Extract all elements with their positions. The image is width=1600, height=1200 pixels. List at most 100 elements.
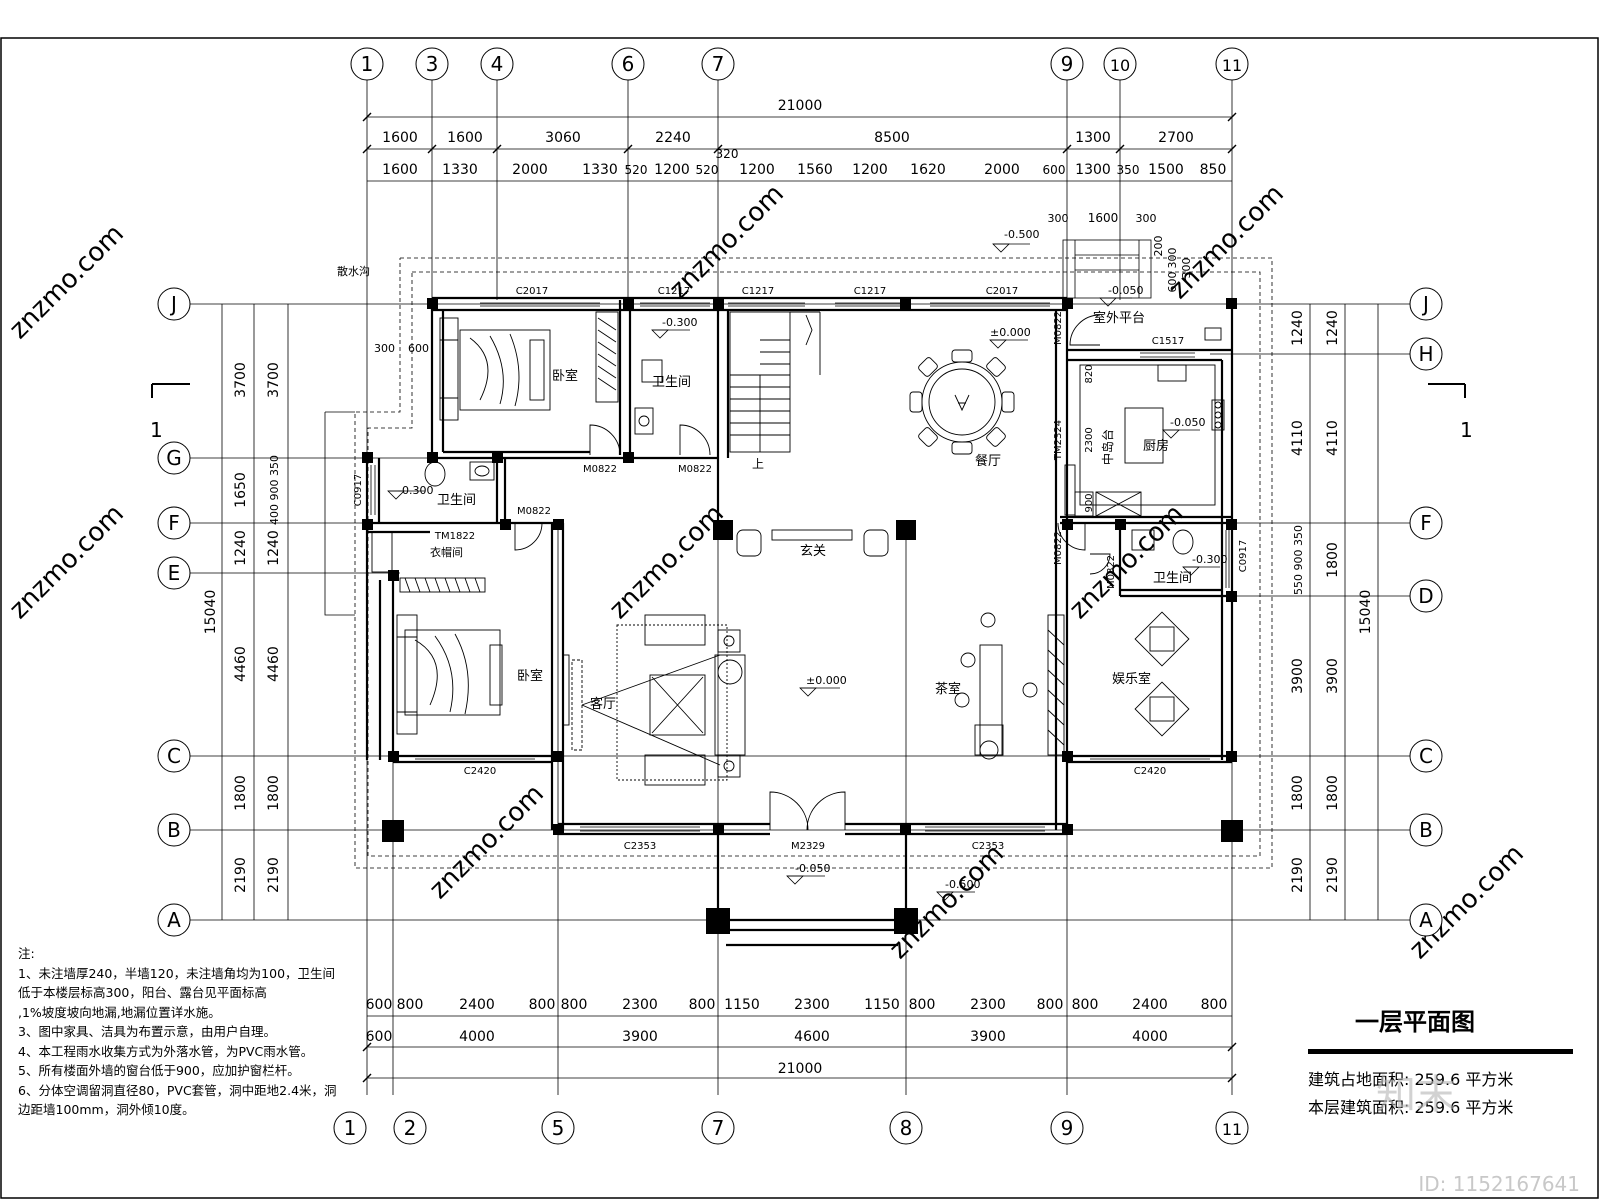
watermark-text: znzmo.com	[1164, 179, 1290, 305]
window-tag: C1217	[854, 286, 886, 297]
door-tag: M0822	[1053, 311, 1064, 345]
watermark-text: znzmo.com	[4, 499, 130, 625]
level-text: -0.500 -0.050 -0.300 ±0.000 -0.050 -0.30…	[398, 228, 1227, 891]
axis-label-bottom: 7	[712, 1116, 725, 1140]
axis-label-top: 10	[1110, 56, 1130, 75]
axis-label-bottom: 11	[1222, 1120, 1242, 1139]
dim-bottom-detail: 2300	[794, 997, 830, 1013]
dim-right: 1800	[1325, 775, 1341, 811]
section-mark-right: 1	[1460, 418, 1473, 442]
dim-top-detail: 1200	[739, 162, 775, 178]
level-label: -0.050	[795, 862, 830, 875]
level-label: -0.050	[1108, 284, 1143, 297]
window-tag: C2353	[972, 841, 1004, 852]
axis-label-left: B	[167, 818, 181, 842]
dimension-lines	[221, 116, 1379, 1079]
dim-top-detail: 2000	[984, 162, 1020, 178]
door-tag: M0822	[1106, 555, 1117, 589]
axis-label-bottom: 9	[1061, 1116, 1074, 1140]
dim-left-total: 15040	[203, 590, 219, 635]
dim-left: 3700	[266, 362, 282, 398]
dim-bottom-detail: 800	[1201, 997, 1228, 1013]
window-tag: C2353	[624, 841, 656, 852]
dim-bottom-detail: 2400	[459, 997, 495, 1013]
note-item: 3、图中家具、洁具为布置示意，由用户自理。	[18, 1024, 276, 1039]
doors	[514, 314, 1111, 831]
window-tag: C2420	[1134, 766, 1166, 777]
axis-label-top: 3	[426, 52, 439, 76]
dim-platform-v: 600	[1166, 272, 1179, 293]
dimension-text: 21000 1600 1600 3060 2240 8500 1300 2700…	[366, 98, 1228, 1077]
dim-bottom-detail: 800	[689, 997, 716, 1013]
axis-labels: 1 3 4 6 7 9 10 11 1 2 5 7 8 9 11 J G F E…	[166, 52, 1433, 1140]
dim-top: 2700	[1158, 130, 1194, 146]
axis-label-right: J	[1421, 292, 1429, 316]
dim-bottom-detail: 1150	[864, 997, 900, 1013]
note-item: ,1%坡度坡向地漏,地漏位置详水施。	[18, 1004, 221, 1020]
room-outdoor-platform: 室外平台	[1093, 310, 1145, 326]
dim-top-total: 21000	[778, 98, 823, 114]
watermark-text: znzmo.com	[424, 779, 550, 905]
watermark-text: znzmo.com	[884, 839, 1010, 965]
note-item: 1、未注墙厚240，半墙120，未注墙角均为100，卫生间低于本楼层标高300，…	[18, 965, 336, 1001]
dim-top-detail: 2000	[512, 162, 548, 178]
notes-block: 注: 1、未注墙厚240，半墙120，未注墙角均为100，卫生间低于本楼层标高3…	[18, 944, 338, 1120]
room-closet: 衣帽间	[430, 545, 463, 559]
door-tag: M2329	[791, 841, 825, 852]
dim-right: 2190	[1290, 857, 1306, 893]
dim-right: 1240	[1325, 310, 1341, 346]
axis-label-left: C	[167, 744, 181, 768]
window-tag: C1217	[658, 286, 690, 297]
dim-bottom-detail: 800	[397, 997, 424, 1013]
room-kitchen: 厨房	[1143, 438, 1169, 454]
watermark-text: znzmo.com	[4, 219, 130, 345]
axis-label-top: 6	[622, 52, 635, 76]
dim-left: 1650	[233, 472, 249, 508]
window-tag: C0917	[353, 474, 364, 506]
room-labels: 卧室 卫生间 卫生间 衣帽间 卧室 客厅 玄关 餐厅 厨房 室外平台 茶室 卫生…	[430, 310, 1192, 712]
dim-top: 1600	[447, 130, 483, 146]
dim-right: 1800	[1290, 775, 1306, 811]
dim-left: 2190	[233, 857, 249, 893]
dim-right: 3900	[1325, 658, 1341, 694]
dim-bottom-detail: 800	[529, 997, 556, 1013]
stairs	[729, 311, 821, 453]
axis-label-right: B	[1419, 818, 1433, 842]
dim-platform-v: 300	[1180, 258, 1193, 279]
vertical-dimension-text: 3700 1650 1240 4460 1800 2190 15040 3700…	[203, 236, 1374, 893]
dim-top-detail: 1500	[1148, 162, 1184, 178]
dim-top-detail: 1200	[654, 162, 690, 178]
drawing-id: ID: 1152167641	[1418, 1172, 1580, 1196]
dim-top-detail: 520	[625, 163, 648, 177]
dim-platform: 300	[1048, 212, 1069, 225]
dim-top-detail: 350	[1117, 163, 1140, 177]
note-item: 5、所有楼面外墙的窗台低于900，应加护窗栏杆。	[18, 1063, 300, 1078]
opening-tags-vertical: C0917 C0917 M0822 M0822 M0822 TM2324 820…	[353, 311, 1249, 589]
axis-bubbles	[157, 47, 1443, 1145]
dim-left: 1240	[266, 530, 282, 566]
axis-label-right: H	[1418, 342, 1433, 366]
dim-bottom: 4000	[1132, 1029, 1168, 1045]
level-label: -0.300	[662, 316, 697, 329]
door-tag: TM2324	[1053, 420, 1064, 461]
title-underline	[1308, 1049, 1573, 1054]
room-bedroom-left: 卧室	[517, 668, 543, 684]
dim-top-detail: 1600	[382, 162, 418, 178]
dim-bottom: 4000	[459, 1029, 495, 1045]
axis-label-top: 11	[1222, 56, 1242, 75]
stairs-up-label: 上	[752, 457, 764, 471]
axis-label-bottom: 1	[344, 1116, 357, 1140]
room-bath-left: 卫生间	[437, 493, 476, 508]
dim-top: 8500	[874, 130, 910, 146]
room-tea: 茶室	[935, 681, 961, 697]
dim-bottom-detail: 2400	[1132, 997, 1168, 1013]
dim-platform: 1600	[1088, 211, 1119, 225]
axis-label-top: 1	[361, 52, 374, 76]
dim-bottom-detail: 2300	[970, 997, 1006, 1013]
apron-outline	[354, 257, 1273, 869]
room-entertainment: 娱乐室	[1112, 671, 1151, 687]
axis-label-top: 9	[1061, 52, 1074, 76]
dim-right: 2190	[1325, 857, 1341, 893]
dim-bottom-detail: 1150	[724, 997, 760, 1013]
